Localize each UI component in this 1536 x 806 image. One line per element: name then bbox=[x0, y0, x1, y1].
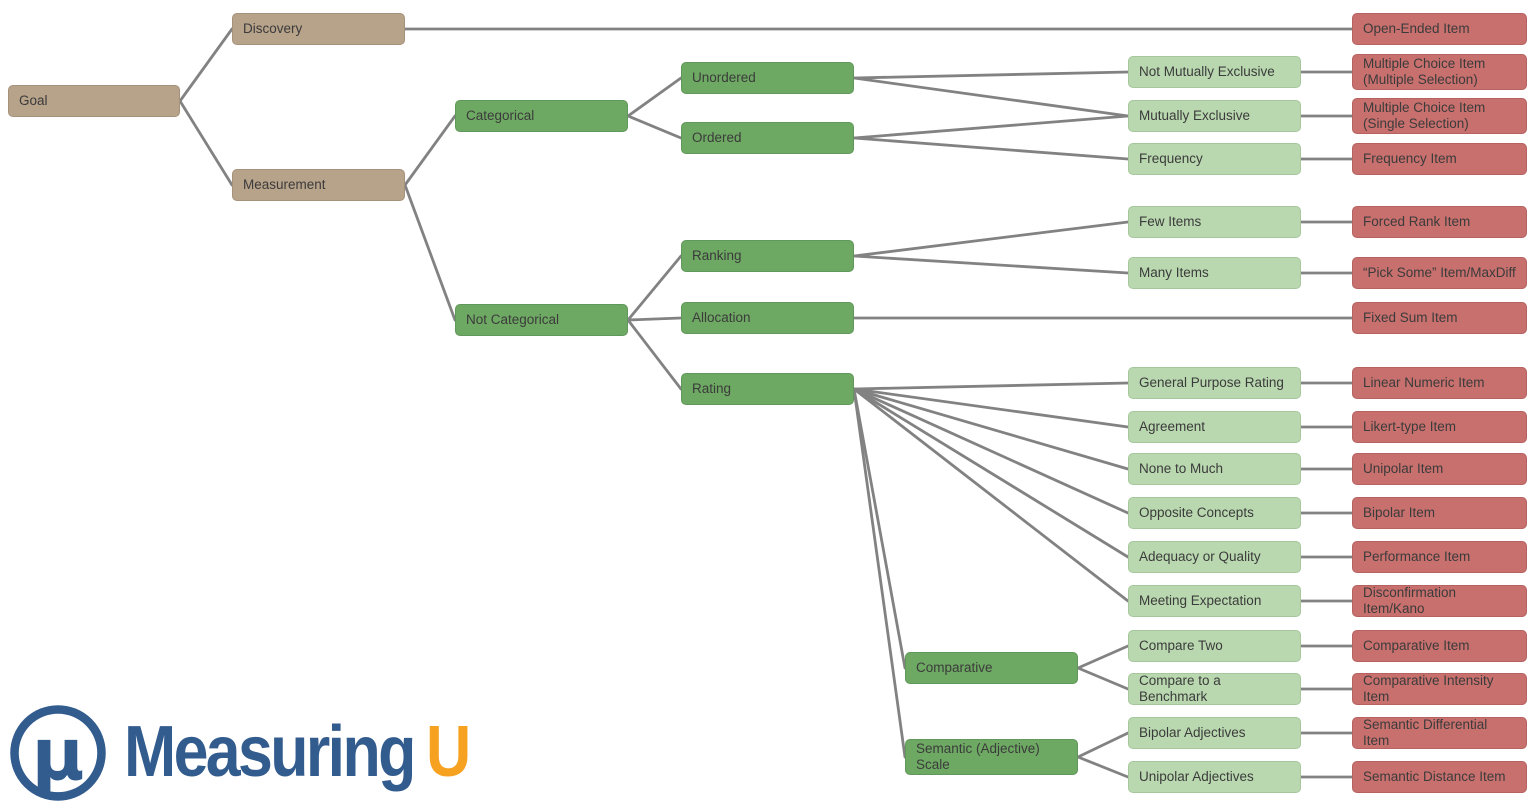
node-mc-single: Multiple Choice Item (Single Selection) bbox=[1352, 98, 1527, 134]
edge-not-categorical--allocation bbox=[626, 316, 683, 322]
node-frequency: Frequency bbox=[1128, 143, 1301, 175]
node-meeting-expectation: Meeting Expectation bbox=[1128, 585, 1301, 617]
node-many-items: Many Items bbox=[1128, 257, 1301, 289]
node-not-categorical: Not Categorical bbox=[455, 304, 628, 336]
node-comparative: Comparative bbox=[905, 652, 1078, 684]
node-ranking: Ranking bbox=[681, 240, 854, 272]
edge-rating--comparative bbox=[852, 387, 907, 670]
node-unipolar-item: Unipolar Item bbox=[1352, 453, 1527, 485]
node-linear-numeric-item: Linear Numeric Item bbox=[1352, 367, 1527, 399]
edge-rating--opposite-concepts bbox=[852, 387, 1130, 515]
edge-goal--measurement bbox=[178, 99, 234, 187]
node-comparative-intensity-item: Comparative Intensity Item bbox=[1352, 673, 1527, 705]
edge-categorical--unordered bbox=[626, 76, 683, 118]
mu-circle-icon: μ bbox=[10, 705, 106, 801]
node-bipolar-adjectives: Bipolar Adjectives bbox=[1128, 717, 1301, 749]
node-semantic-scale: Semantic (Adjective) Scale bbox=[905, 739, 1078, 775]
edge-rating--meeting-expectation bbox=[852, 387, 1130, 603]
edge-categorical--ordered bbox=[626, 114, 683, 140]
edge-not-categorical--rating bbox=[626, 318, 683, 391]
node-compare-two: Compare Two bbox=[1128, 630, 1301, 662]
node-fixed-sum-item: Fixed Sum Item bbox=[1352, 302, 1527, 334]
node-agreement: Agreement bbox=[1128, 411, 1301, 443]
node-open-ended-item: Open-Ended Item bbox=[1352, 13, 1527, 45]
node-adequacy-or-quality: Adequacy or Quality bbox=[1128, 541, 1301, 573]
edge-unordered--not-mutually-exclusive bbox=[852, 70, 1130, 80]
node-discovery: Discovery bbox=[232, 13, 405, 45]
logo-text-u: U bbox=[425, 712, 471, 792]
mu-symbol: μ bbox=[32, 712, 85, 796]
logo-wordmark: Measuring U bbox=[124, 711, 471, 793]
node-performance-item: Performance Item bbox=[1352, 541, 1527, 573]
node-none-to-much: None to Much bbox=[1128, 453, 1301, 485]
node-unipolar-adjectives: Unipolar Adjectives bbox=[1128, 761, 1301, 793]
node-unordered: Unordered bbox=[681, 62, 854, 94]
logo-text-measuring: Measuring bbox=[124, 712, 416, 792]
node-frequency-item: Frequency Item bbox=[1352, 143, 1527, 175]
edge-ranking--few-items bbox=[852, 220, 1130, 258]
node-comparative-item: Comparative Item bbox=[1352, 630, 1527, 662]
edge-measurement--not-categorical bbox=[403, 183, 457, 322]
node-likert-type-item: Likert-type Item bbox=[1352, 411, 1527, 443]
edge-semantic-scale--unipolar-adjectives bbox=[1076, 755, 1130, 779]
node-compare-to-benchmark: Compare to a Benchmark bbox=[1128, 673, 1301, 705]
node-disconfirmation-item: Disconfirmation Item/Kano bbox=[1352, 585, 1527, 617]
edge-comparative--compare-to-benchmark bbox=[1076, 666, 1130, 691]
node-not-mutually-exclusive: Not Mutually Exclusive bbox=[1128, 56, 1301, 88]
node-mutually-exclusive: Mutually Exclusive bbox=[1128, 100, 1301, 132]
node-allocation: Allocation bbox=[681, 302, 854, 334]
node-rating: Rating bbox=[681, 373, 854, 405]
node-few-items: Few Items bbox=[1128, 206, 1301, 238]
node-bipolar-item: Bipolar Item bbox=[1352, 497, 1527, 529]
edge-unordered--mutually-exclusive bbox=[852, 76, 1130, 118]
node-semantic-distance-item: Semantic Distance Item bbox=[1352, 761, 1527, 793]
edge-rating--general-purpose-rating bbox=[852, 381, 1130, 391]
edge-rating--semantic-scale bbox=[852, 387, 907, 759]
node-pick-some-item: “Pick Some” Item/MaxDiff bbox=[1352, 257, 1527, 289]
edge-ranking--many-items bbox=[852, 254, 1130, 275]
edge-semantic-scale--bipolar-adjectives bbox=[1076, 731, 1130, 759]
edge-ordered--mutually-exclusive bbox=[852, 114, 1130, 140]
node-measurement: Measurement bbox=[232, 169, 405, 201]
edge-measurement--categorical bbox=[403, 114, 457, 187]
node-mc-multiple: Multiple Choice Item (Multiple Selection… bbox=[1352, 54, 1527, 90]
edge-not-categorical--ranking bbox=[626, 254, 683, 322]
node-forced-rank-item: Forced Rank Item bbox=[1352, 206, 1527, 238]
edge-goal--discovery bbox=[178, 27, 234, 103]
node-categorical: Categorical bbox=[455, 100, 628, 132]
node-general-purpose-rating: General Purpose Rating bbox=[1128, 367, 1301, 399]
measuringu-logo: μ Measuring U bbox=[6, 698, 520, 806]
edge-rating--adequacy-or-quality bbox=[852, 387, 1130, 559]
node-goal: Goal bbox=[8, 85, 180, 117]
node-opposite-concepts: Opposite Concepts bbox=[1128, 497, 1301, 529]
node-semantic-differential-item: Semantic Differential Item bbox=[1352, 717, 1527, 749]
edge-ordered--frequency bbox=[852, 136, 1130, 161]
node-ordered: Ordered bbox=[681, 122, 854, 154]
edge-rating--agreement bbox=[852, 387, 1130, 429]
edge-rating--none-to-much bbox=[852, 387, 1130, 471]
edge-comparative--compare-two bbox=[1076, 644, 1130, 670]
